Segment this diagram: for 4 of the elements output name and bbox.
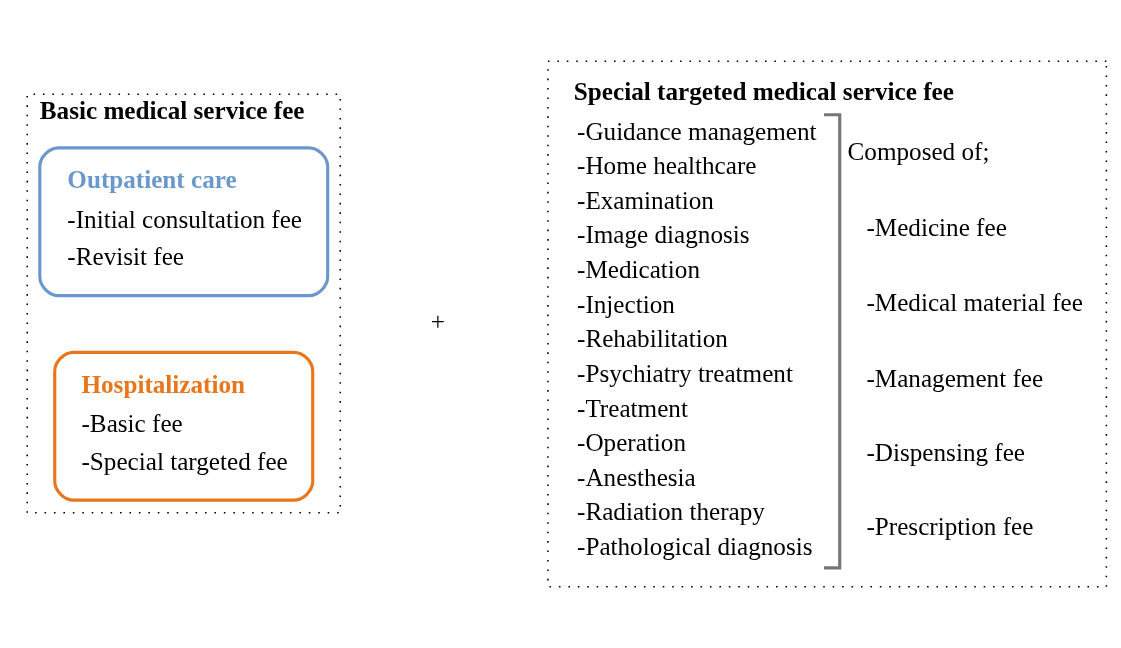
node-box: Special targeted medical service fee -Guidance management -Home healthcare -Examination -Image diagnosis -Medication -Injection -Rehabilitation -Psychiatry treatment -Treatment -Operation -Anesthesia -Radiation therapy -Pathological diagnosis Composed of; -Medicine fee -Medical material fee -Management fee -Dispensing fee -Prescription fee [547, 60, 1108, 588]
node-box: Outpatient care -Initial consultation fee -Revisit fee [38, 146, 330, 298]
label: + [430, 307, 445, 335]
node-box: Hospitalization -Basic fee -Special targeted fee [53, 350, 315, 502]
